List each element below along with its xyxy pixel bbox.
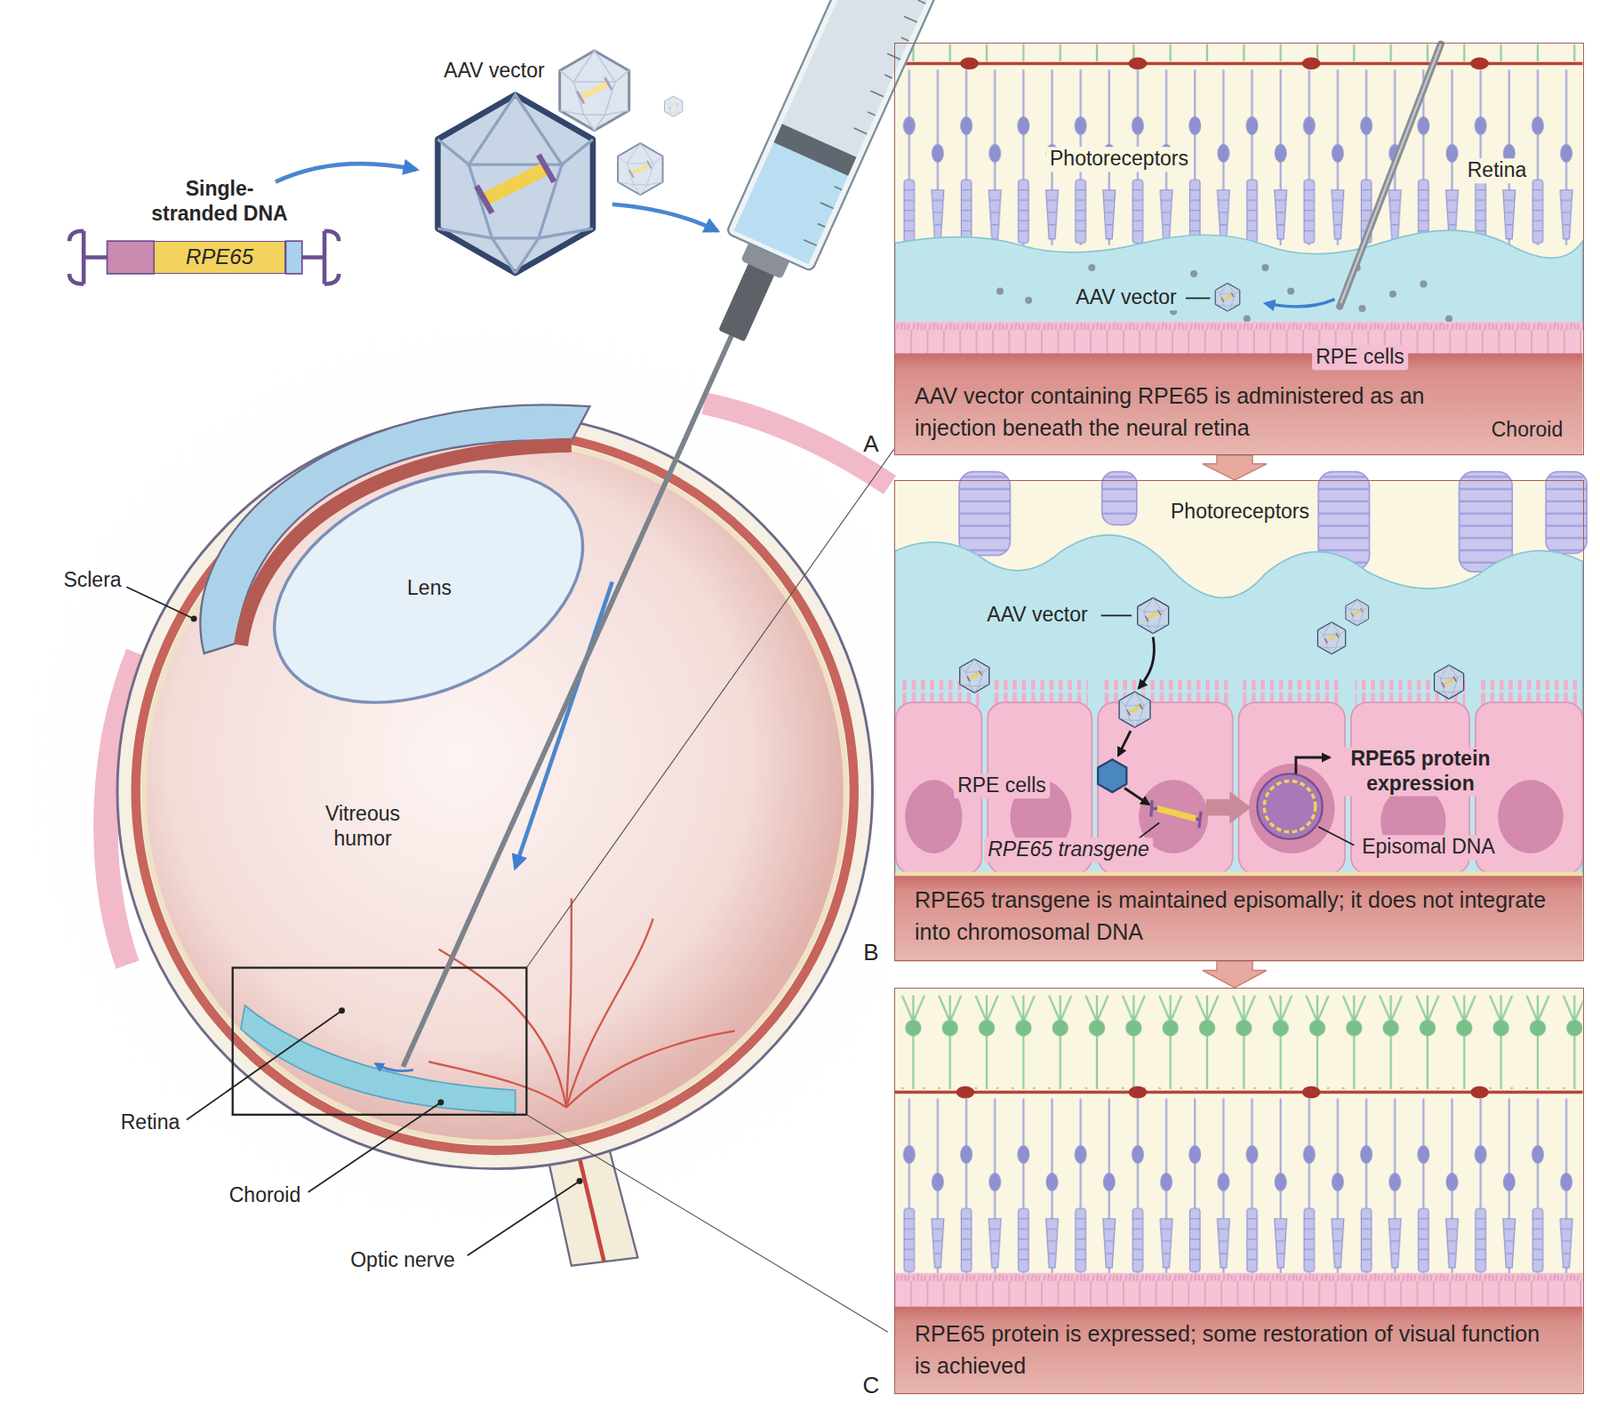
panel-c-illustration xyxy=(895,989,1584,1395)
layer-label: Photoreceptors xyxy=(1167,499,1313,525)
part-label: Vitreous humor xyxy=(312,801,415,851)
layer-label: RPE cells xyxy=(1312,344,1408,370)
gene-box: RPE65 xyxy=(153,240,286,274)
part-label: Lens xyxy=(407,576,452,601)
panel-b-illustration xyxy=(895,472,1587,962)
part-label: Choroid xyxy=(229,1183,302,1208)
step-panel: RPE65 protein is expressed; some restora… xyxy=(894,987,1584,1394)
layer-label: RPE cells xyxy=(953,773,1050,799)
step-caption: AAV vector containing RPE65 is administe… xyxy=(914,379,1484,444)
panel-letter: B xyxy=(857,939,885,966)
syringe xyxy=(360,0,965,1087)
vector-label: AAV vector xyxy=(983,602,1091,628)
eye-illustration xyxy=(0,296,980,1332)
step-caption: RPE65 transgene is maintained episomally… xyxy=(914,883,1555,948)
dna-construct xyxy=(69,50,718,284)
step-panel: RPE65 transgene is maintained episomally… xyxy=(894,480,1584,961)
part-label: Optic nerve xyxy=(350,1248,456,1273)
vector-label: AAV vector xyxy=(1072,285,1180,311)
layer-label: Retina xyxy=(1464,158,1530,184)
step-panel: AAV vector containing RPE65 is administe… xyxy=(894,42,1584,456)
construct-label: Single-stranded DNA xyxy=(151,176,289,226)
step-caption: RPE65 protein is expressed; some restora… xyxy=(914,1317,1555,1382)
layer-label: Photoreceptors xyxy=(1046,146,1192,172)
dna-label: Episomal DNA xyxy=(1358,834,1499,860)
gene-label: RPE65 transgene xyxy=(984,837,1153,863)
step-arrow xyxy=(1202,455,1267,480)
vector-label: AAV vector xyxy=(443,58,544,84)
expression-label: RPE65 protein expression xyxy=(1339,746,1503,796)
panel-letter: C xyxy=(857,1372,885,1399)
step-arrow xyxy=(1202,960,1267,988)
panel-a-illustration xyxy=(895,44,1584,456)
part-label: Retina xyxy=(120,1110,180,1136)
panel-letter: A xyxy=(857,431,885,457)
gene-name: RPE65 xyxy=(154,241,285,273)
layer-label: Choroid xyxy=(1491,417,1564,443)
part-label: Sclera xyxy=(63,568,121,593)
